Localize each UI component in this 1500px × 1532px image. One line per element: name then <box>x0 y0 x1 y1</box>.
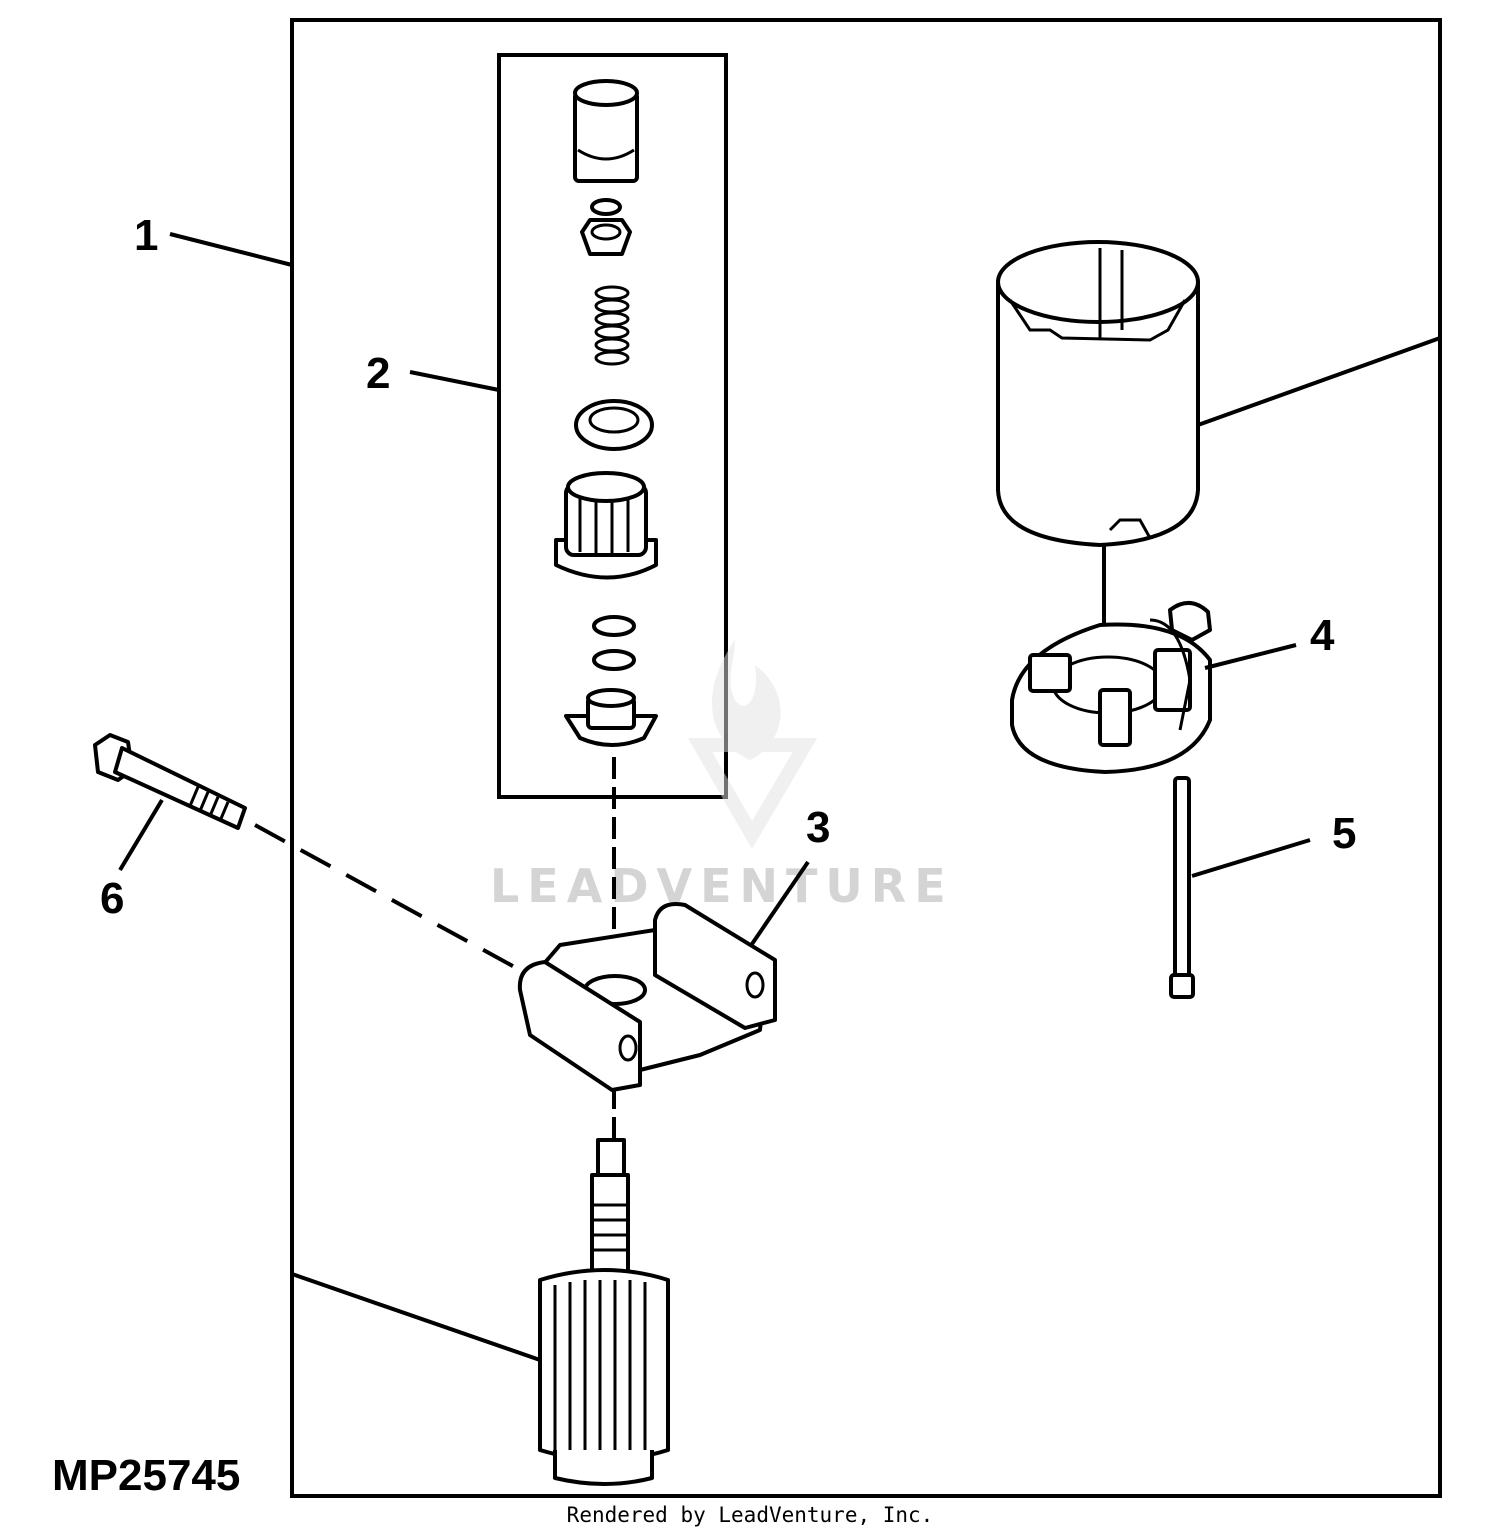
field-housing <box>996 240 1200 547</box>
armature <box>538 1138 670 1486</box>
through-bolt <box>1169 776 1195 999</box>
callout-2: 2 <box>366 349 390 398</box>
mounting-bolt <box>93 733 247 830</box>
render-credit: Rendered by LeadVenture, Inc. <box>567 1503 934 1527</box>
commutator-end-cap <box>1010 601 1212 774</box>
assembly-frame <box>290 18 1442 1498</box>
callout-4: 4 <box>1310 611 1335 660</box>
drive-end-housing <box>517 902 777 1092</box>
callout-5: 5 <box>1332 809 1356 858</box>
callout-1: 1 <box>134 211 158 260</box>
leader-lines <box>118 232 1441 1362</box>
callout-3: 3 <box>806 803 830 852</box>
watermark-logo <box>687 640 818 849</box>
callout-6: 6 <box>100 874 124 923</box>
figure-code: MP25745 <box>52 1451 240 1500</box>
watermark-text: LEADVENTURE <box>490 859 954 913</box>
kit-parts <box>554 79 658 747</box>
